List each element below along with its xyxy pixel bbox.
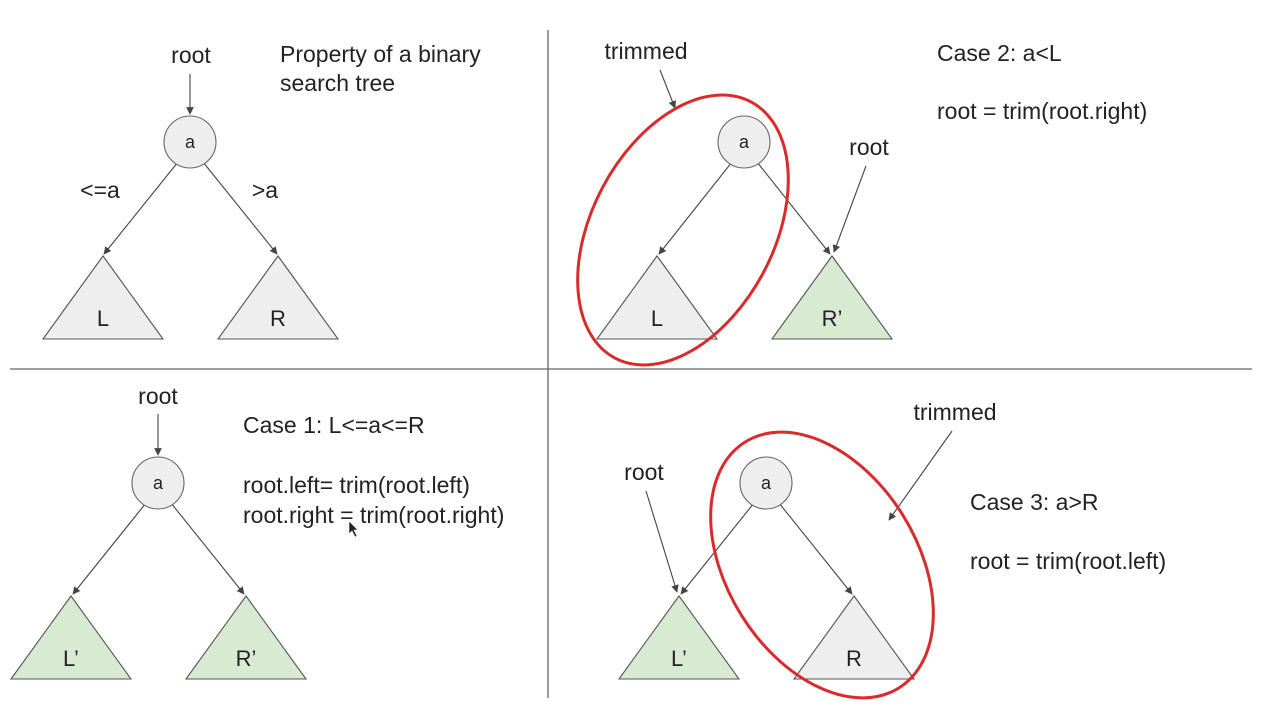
case3-root-label: root (624, 459, 664, 485)
case2-trimmed-label: trimmed (604, 38, 687, 64)
property-node-label: a (185, 132, 196, 152)
property-title-line1: Property of a binary (280, 41, 481, 67)
case3-right-edge (778, 502, 853, 595)
case3-panel: Case 3: a>R root = trim(root.left) trimm… (617, 399, 1166, 700)
case2-trimmed-ellipse (576, 93, 790, 367)
case3-right-subtree-label: R (846, 646, 862, 671)
case2-right-subtree-label: R’ (822, 306, 843, 331)
property-node (163, 115, 217, 169)
case2-right-edge (756, 161, 831, 255)
case2-right-subtree (770, 255, 894, 340)
case1-code-line1: root.left= trim(root.left) (243, 472, 470, 498)
case1-node-label: a (153, 473, 164, 493)
case2-code: root = trim(root.right) (937, 98, 1147, 124)
case1-right-edge (170, 502, 245, 595)
property-root-label: root (171, 42, 211, 68)
property-right-subtree (216, 255, 340, 340)
case3-right-subtree (792, 595, 916, 680)
property-panel: Property of a binary search tree root a … (41, 41, 481, 340)
case3-root-arrow (645, 490, 679, 593)
case2-panel: Case 2: a<L root = trim(root.right) trim… (576, 38, 1147, 367)
property-right-edge (202, 161, 278, 255)
case3-trimmed-arrow (888, 430, 953, 521)
case2-node-label: a (739, 132, 750, 152)
case3-trimmed-label: trimmed (913, 399, 996, 425)
case2-left-subtree-label: L (651, 306, 663, 331)
case3-node (739, 456, 793, 510)
case2-root-label: root (849, 134, 889, 160)
case1-left-edge (72, 502, 147, 595)
case1-node (131, 456, 185, 510)
case3-left-edge (680, 502, 755, 595)
case3-title: Case 3: a>R (970, 489, 1099, 515)
case1-right-subtree-label: R’ (236, 646, 257, 671)
case1-left-subtree (9, 595, 133, 680)
property-title-line2: search tree (280, 70, 395, 96)
case2-root-arrow (832, 165, 867, 253)
case1-panel: Case 1: L<=a<=R root.left= trim(root.lef… (9, 383, 504, 680)
case2-left-subtree (595, 255, 719, 340)
case3-left-subtree (617, 595, 741, 680)
case3-trimmed-ellipse (709, 430, 935, 700)
case1-right-subtree (184, 595, 308, 680)
case3-code: root = trim(root.left) (970, 548, 1166, 574)
case2-node (717, 115, 771, 169)
case3-left-subtree-label: L’ (671, 646, 687, 671)
case1-title: Case 1: L<=a<=R (243, 412, 425, 438)
property-left-edge-label: <=a (80, 177, 120, 203)
property-right-edge-label: >a (252, 177, 278, 203)
case1-root-label: root (138, 383, 178, 409)
property-right-subtree-label: R (270, 306, 286, 331)
property-left-subtree (41, 255, 165, 340)
case2-title: Case 2: a<L (937, 40, 1062, 66)
case3-node-label: a (761, 473, 772, 493)
property-left-subtree-label: L (97, 306, 109, 331)
case1-code-line2: root.right = trim(root.right) (243, 502, 504, 528)
case1-left-subtree-label: L’ (63, 646, 79, 671)
property-left-edge (103, 161, 179, 255)
mouse-cursor-icon (348, 520, 359, 538)
case2-trimmed-arrow (659, 69, 677, 109)
case2-left-edge (658, 161, 733, 255)
